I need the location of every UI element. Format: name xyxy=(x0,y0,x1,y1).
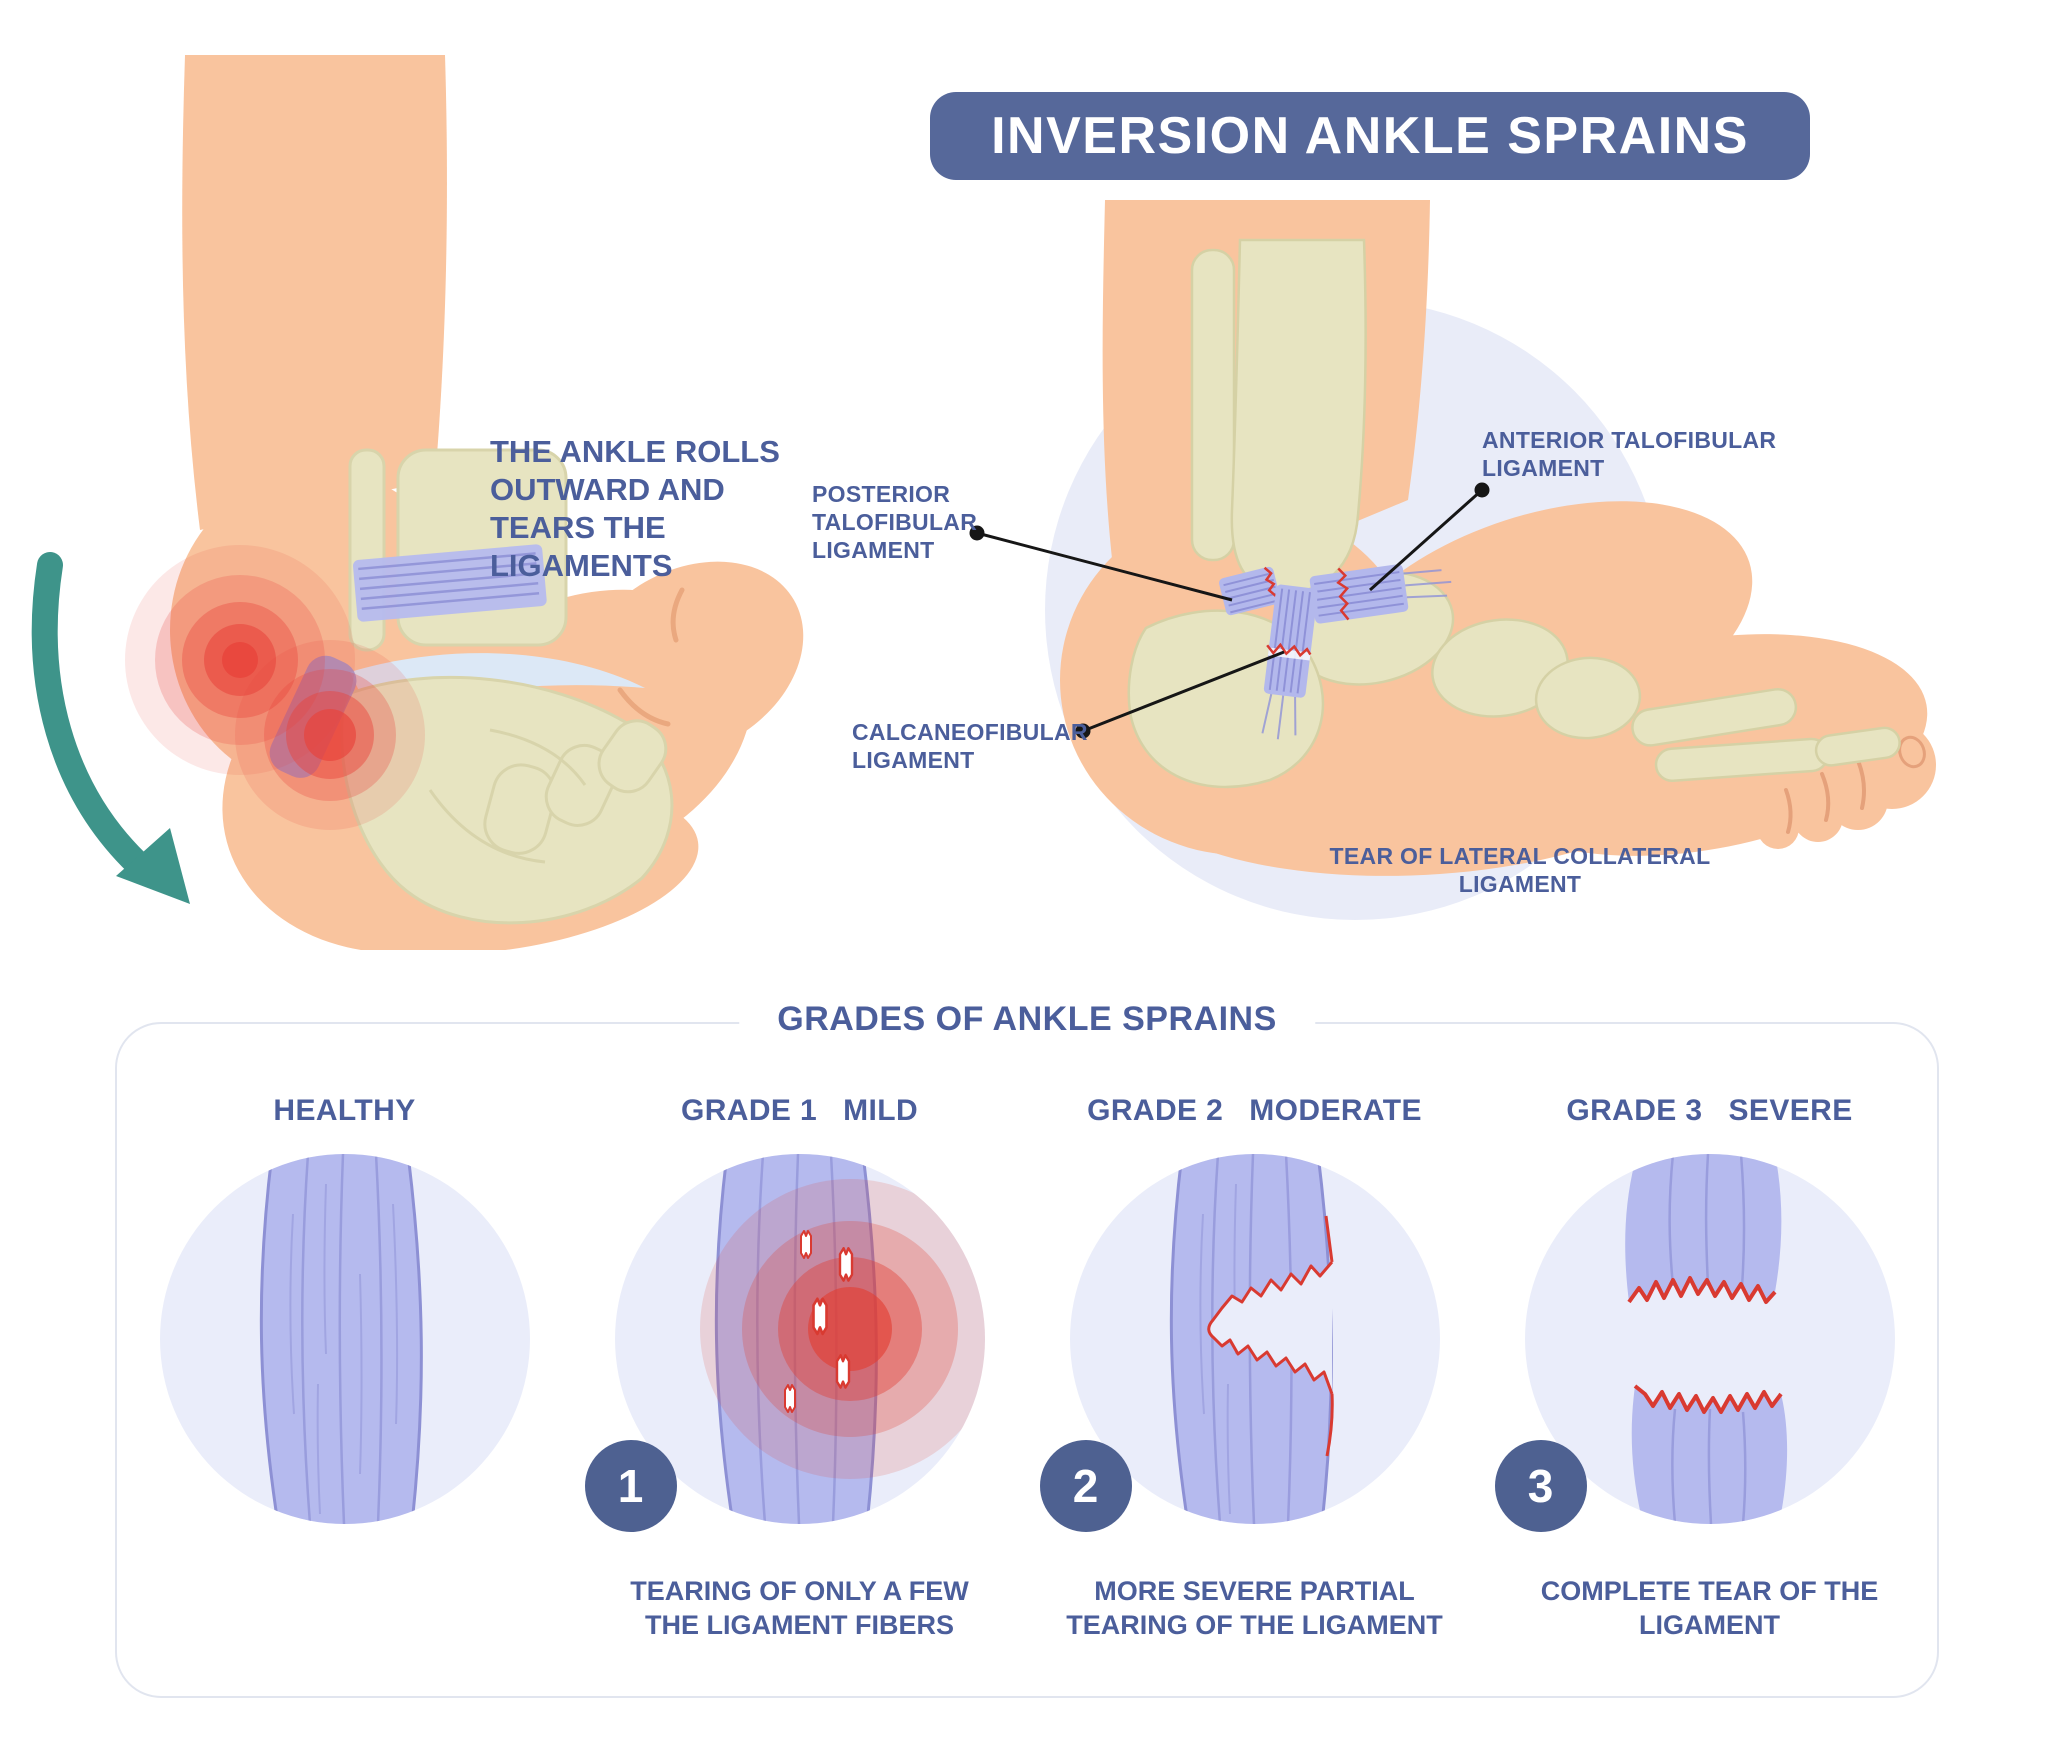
grade-name: GRADE 2 xyxy=(1087,1094,1224,1127)
grade1-ligament-icon xyxy=(614,1154,985,1524)
grade-col-healthy: HEALTHY xyxy=(117,1024,572,1696)
complete-tear-upper-edge xyxy=(1626,1276,1776,1304)
grade-description: TEARING OF ONLY A FEW THE LIGAMENT FIBER… xyxy=(630,1576,969,1640)
grade-col-1: GRADE 1 MILD xyxy=(572,1024,1027,1696)
grade-severity: SEVERE xyxy=(1728,1094,1853,1127)
grade-col-3: GRADE 3 SEVERE xyxy=(1482,1024,1937,1696)
grade3-badge: 3 xyxy=(1494,1440,1587,1532)
grade1-badge: 1 xyxy=(584,1440,677,1532)
rolled-ankle-illustration xyxy=(31,55,804,950)
healthy-ligament-figure xyxy=(159,1154,530,1524)
stretched-ligament-band xyxy=(352,544,547,622)
label-posterior-talofibular: POSTERIOR TALOFIBULAR LIGAMENT xyxy=(812,481,978,563)
grades-panel: GRADES OF ANKLE SPRAINS HEALTHY xyxy=(115,1000,1939,1698)
ptfl-ligament xyxy=(1219,566,1281,616)
grade-name: GRADE 3 xyxy=(1566,1094,1703,1127)
lateral-ankle-illustration xyxy=(969,200,1936,920)
grade-name: GRADE 1 xyxy=(680,1094,818,1127)
label-calcaneofibular: CALCANEOFIBULAR LIGAMENT xyxy=(852,719,1088,773)
grade3-ligament-figure: 3 xyxy=(1494,1154,1895,1532)
inflammation-gradient xyxy=(699,1179,985,1479)
complete-tear-lower-edge xyxy=(1633,1384,1783,1414)
grade-title: HEALTHY xyxy=(273,1094,415,1128)
ankle-rolls-caption: THE ANKLE ROLLS OUTWARD AND TEARS THE LI… xyxy=(490,433,790,585)
grade1-ligament-figure: 1 xyxy=(584,1154,985,1532)
grade-title: GRADE 3 SEVERE xyxy=(1566,1094,1852,1128)
page-title: INVERSION ANKLE SPRAINS xyxy=(991,107,1749,165)
grade-title: GRADE 1 MILD xyxy=(681,1094,918,1128)
partial-tear-notch xyxy=(1206,1215,1334,1457)
label-anterior-talofibular: ANTERIOR TALOFIBULAR LIGAMENT xyxy=(1482,427,1777,481)
grade3-ligament-icon xyxy=(1524,1154,1895,1524)
grade-severity: MODERATE xyxy=(1249,1094,1422,1127)
grades-heading: GRADES OF ANKLE SPRAINS xyxy=(739,1000,1315,1039)
pointer-lines xyxy=(976,488,1483,733)
grade2-ligament-icon xyxy=(1069,1154,1440,1524)
rotation-arrow-icon xyxy=(31,552,190,904)
grade-severity: MILD xyxy=(843,1094,919,1127)
caption-line: LIGAMENTS xyxy=(490,548,673,583)
grade2-badge: 2 xyxy=(1039,1440,1132,1532)
caption-line: OUTWARD AND xyxy=(490,472,725,507)
grade2-ligament-figure: 2 xyxy=(1039,1154,1440,1532)
title-banner: INVERSION ANKLE SPRAINS xyxy=(930,92,1810,180)
pointer-dots xyxy=(969,482,1490,739)
grade-row: HEALTHY xyxy=(117,1024,1937,1696)
grade-name: HEALTHY xyxy=(273,1094,416,1127)
healthy-ligament-icon xyxy=(159,1154,530,1524)
caption-line: TEARS THE xyxy=(490,510,666,545)
grade-description: MORE SEVERE PARTIAL TEARING OF THE LIGAM… xyxy=(1066,1576,1443,1640)
grade-col-2: GRADE 2 MODERATE xyxy=(1027,1024,1482,1696)
cfl-ligament xyxy=(1261,584,1318,740)
grade-description: COMPLETE TEAR OF THE LIGAMENT xyxy=(1540,1576,1879,1640)
caption-line: THE ANKLE ROLLS xyxy=(490,434,780,469)
grade-title: GRADE 2 MODERATE xyxy=(1087,1094,1422,1128)
label-tear-lateral-collateral: TEAR OF LATERAL COLLATERAL LIGAMENT xyxy=(1329,843,1711,897)
pain-burst xyxy=(125,545,425,830)
